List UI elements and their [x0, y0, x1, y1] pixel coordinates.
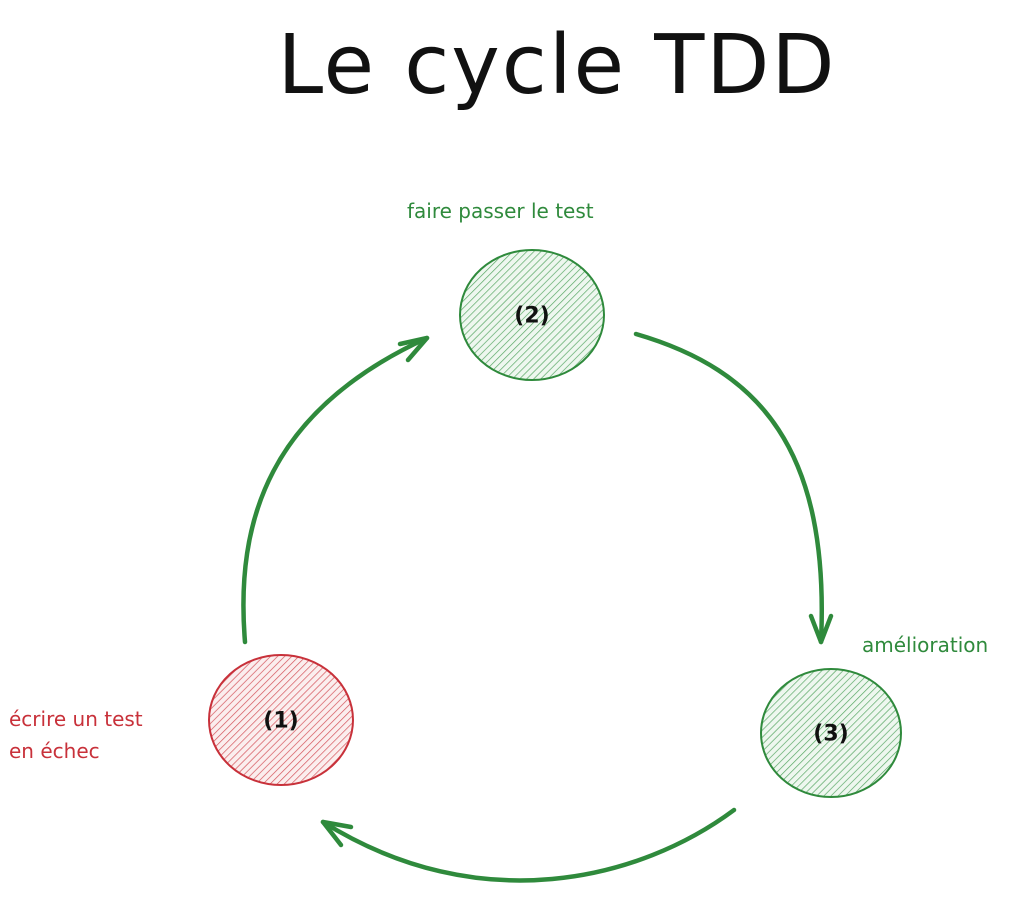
node-1-caption-line-2: en échec [9, 739, 100, 763]
arrow-3-to-1-head [320, 819, 354, 848]
node-2-label: (2) [514, 303, 550, 329]
arrow-2-to-3 [633, 331, 834, 645]
node-3-circle [760, 668, 902, 798]
node-1-circle [208, 654, 354, 786]
node-2-circle [459, 249, 605, 381]
node-1-label: (1) [263, 708, 299, 734]
arrow-1-to-2 [241, 335, 430, 645]
node-2 [459, 249, 605, 381]
node-1 [208, 654, 354, 786]
node-2-caption: faire passer le test [407, 199, 594, 223]
node-3 [760, 668, 902, 798]
node-1-caption-line-1: écrire un test [9, 707, 143, 731]
arrow-3-to-1-line [320, 807, 737, 883]
diagram-title: Le cycle TDD [277, 18, 837, 113]
node-3-label: (3) [813, 721, 849, 747]
arrow-2-to-3-line [633, 331, 825, 645]
arrow-1-to-2-line [241, 335, 430, 645]
arrow-1-to-2-head [397, 335, 430, 363]
node-3-caption: amélioration [862, 633, 989, 657]
arrow-3-to-1 [320, 807, 737, 883]
arrow-2-to-3-head [808, 613, 834, 645]
